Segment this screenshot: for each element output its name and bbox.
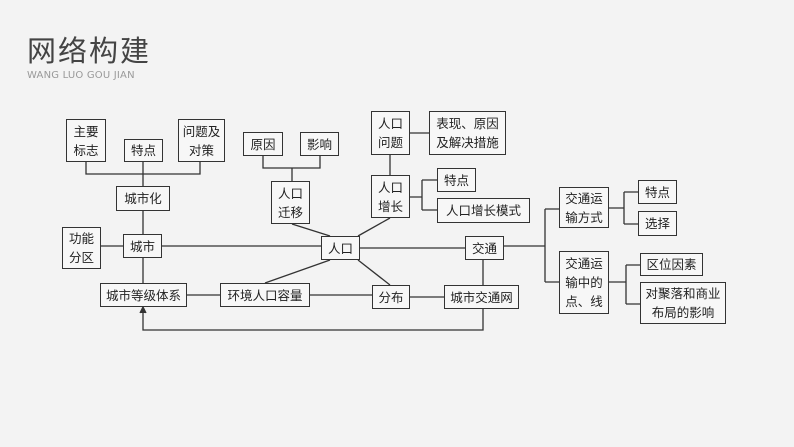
node-urban-hierarchy: 城市等级体系 (100, 283, 187, 307)
node-effects: 影响 (300, 132, 339, 156)
node-problems-countermeasures: 问题及 对策 (178, 119, 225, 162)
node-carrying-capacity: 环境人口容量 (220, 283, 310, 307)
node-causes: 原因 (243, 132, 283, 156)
page-title: 网络构建 (27, 34, 152, 68)
connector (357, 132, 429, 237)
node-transport: 交通 (465, 236, 504, 260)
node-functional-zones: 功能 分区 (62, 227, 101, 269)
node-growth-model: 人口增长模式 (437, 198, 530, 223)
node-urban-features: 特点 (124, 139, 163, 162)
node-location-factors: 区位因素 (640, 253, 703, 276)
node-main-indicators: 主要 标志 (66, 119, 106, 162)
connector (101, 211, 321, 283)
arrow-head (139, 305, 147, 314)
node-population-problems: 人口 问题 (371, 111, 410, 155)
connector (609, 191, 638, 225)
node-migration: 人口 迁移 (271, 181, 310, 224)
connector (504, 208, 559, 283)
node-distribution: 分布 (372, 285, 410, 309)
node-urbanization: 城市化 (116, 186, 170, 211)
page-subtitle: WANG LUO GOU JIAN (27, 70, 135, 81)
node-manifestation-causes-solutions: 表现、原因 及解决措施 (429, 111, 506, 155)
connector (609, 264, 640, 305)
node-transport-modes: 交通运 输方式 (559, 187, 609, 228)
loop-connector (142, 309, 484, 331)
connector (410, 179, 437, 211)
node-transport-features: 特点 (638, 180, 677, 204)
node-population-growth: 人口 增长 (371, 175, 410, 218)
node-selection: 选择 (638, 211, 677, 236)
connector (262, 156, 321, 181)
connector (264, 247, 465, 286)
node-population: 人口 (321, 236, 360, 260)
connector (187, 260, 484, 298)
node-growth-features: 特点 (437, 168, 476, 192)
connector (85, 162, 201, 186)
node-settlement-commerce-impact: 对聚落和商业 布局的影响 (640, 282, 726, 324)
connector (291, 223, 331, 237)
node-transport-points-lines: 交通运 输中的 点、线 (559, 251, 609, 314)
node-urban-transport-network: 城市交通网 (444, 285, 519, 309)
node-city: 城市 (123, 234, 162, 258)
